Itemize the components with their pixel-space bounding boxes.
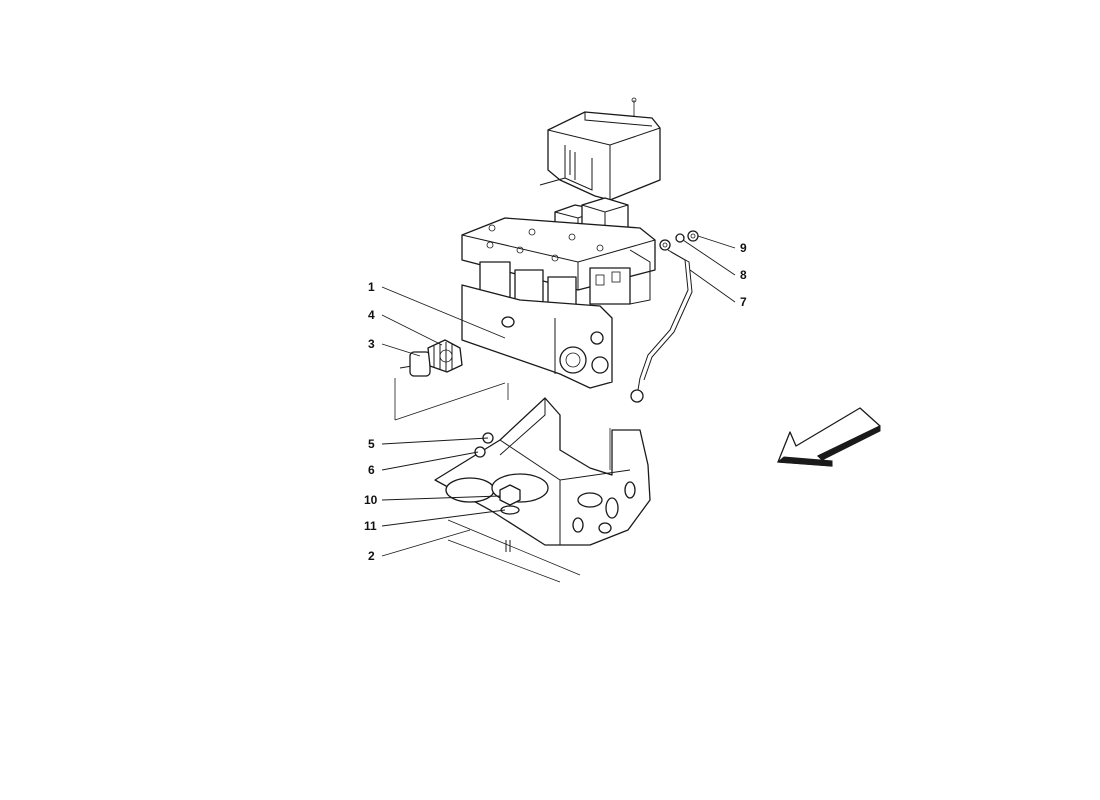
callout-8: 8	[740, 268, 747, 282]
silent-block	[399, 339, 463, 377]
support-bracket	[434, 397, 651, 552]
mounting-stud	[501, 316, 515, 328]
callout-4: 4	[368, 308, 375, 322]
callout-9: 9	[740, 241, 747, 255]
callout-6: 6	[368, 463, 375, 477]
pump-body	[461, 284, 613, 389]
callout-2: 2	[368, 549, 375, 563]
callout-7: 7	[740, 295, 747, 309]
callout-3: 3	[368, 337, 375, 351]
callout-labels: 1 4 3 5 6 10 11 2 9 8 7	[364, 241, 747, 563]
callout-1: 1	[368, 280, 375, 294]
callout-5: 5	[368, 437, 375, 451]
leader-lines	[381, 235, 736, 557]
callout-11: 11	[364, 519, 377, 533]
earth-cable	[630, 230, 699, 403]
direction-arrow-icon	[776, 407, 881, 467]
assembly-lines	[394, 378, 611, 583]
hydraulic-block	[461, 217, 656, 318]
callout-10: 10	[364, 493, 378, 507]
relay-cover	[539, 97, 661, 201]
